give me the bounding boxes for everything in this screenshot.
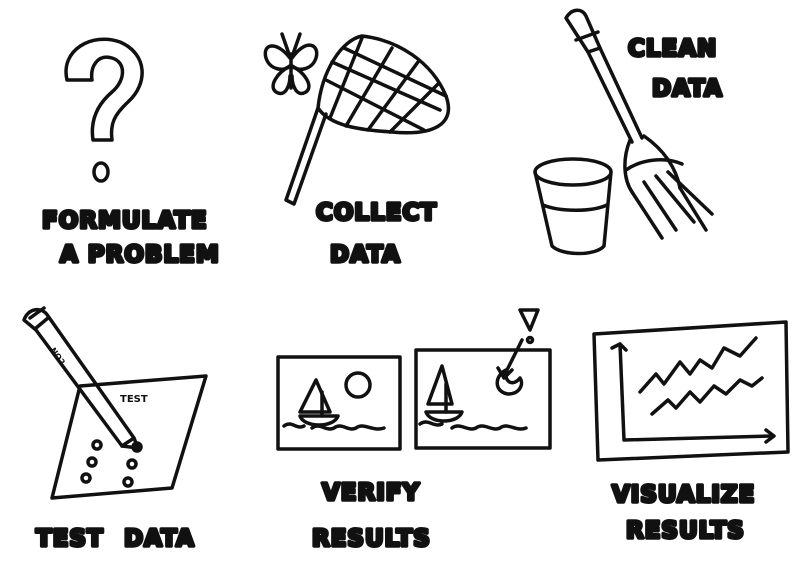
pencil-icon: NO2 [24, 308, 140, 450]
verify-frame-left [278, 357, 400, 449]
exclamation-icon [520, 310, 538, 343]
butterfly-icon [265, 34, 316, 93]
clean-label-line2: DATA [652, 76, 723, 102]
verify-frame-right [416, 340, 550, 448]
collect-label-line2: DATA [330, 242, 401, 268]
verify-label-line2: RESULTS [312, 526, 431, 552]
visualize-label-line1: VISUALIZE [612, 482, 755, 508]
line-chart-icon [594, 322, 788, 460]
visualize-label-line2: RESULTS [626, 518, 745, 544]
test-label-line2: DATA [124, 526, 195, 552]
formulate-label-line2: A PROBLEM [60, 242, 220, 268]
paper-test-label: TEST [120, 394, 148, 405]
test-paper-icon: TEST [52, 376, 206, 498]
clean-label-line1: CLEAN [628, 36, 717, 62]
pitchfork-icon [566, 10, 712, 238]
formulate-label-line1: FORMULATE [42, 208, 208, 234]
butterfly-net-icon [286, 36, 448, 204]
verify-label-line1: VERIFY [322, 480, 420, 506]
bucket-icon [535, 159, 611, 254]
test-label-line1: TEST [36, 526, 104, 552]
question-mark-icon [66, 39, 142, 181]
pencil-grade-label: NO2 [48, 346, 66, 367]
collect-label-line1: COLLECT [316, 200, 437, 226]
